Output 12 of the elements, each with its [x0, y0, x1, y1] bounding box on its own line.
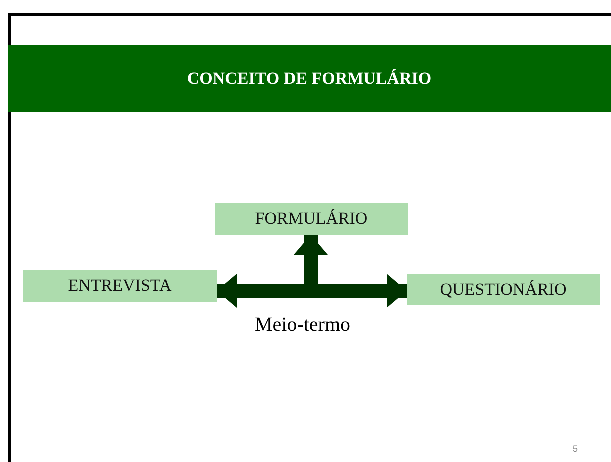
term-label: ENTREVISTA	[68, 276, 172, 296]
term-label: QUESTIONÁRIO	[440, 280, 567, 300]
term-box	[407, 274, 600, 305]
term-box	[23, 270, 217, 302]
page-number: 5	[573, 444, 578, 454]
block-arrow	[294, 235, 328, 284]
slide-title: CONCEITO DE FORMULÁRIO	[187, 68, 432, 88]
arrow-caption: Meio-termo	[255, 314, 351, 337]
block-arrow	[217, 274, 311, 308]
block-arrow	[311, 274, 407, 308]
term-box	[215, 203, 408, 235]
term-label: FORMULÁRIO	[255, 209, 368, 229]
